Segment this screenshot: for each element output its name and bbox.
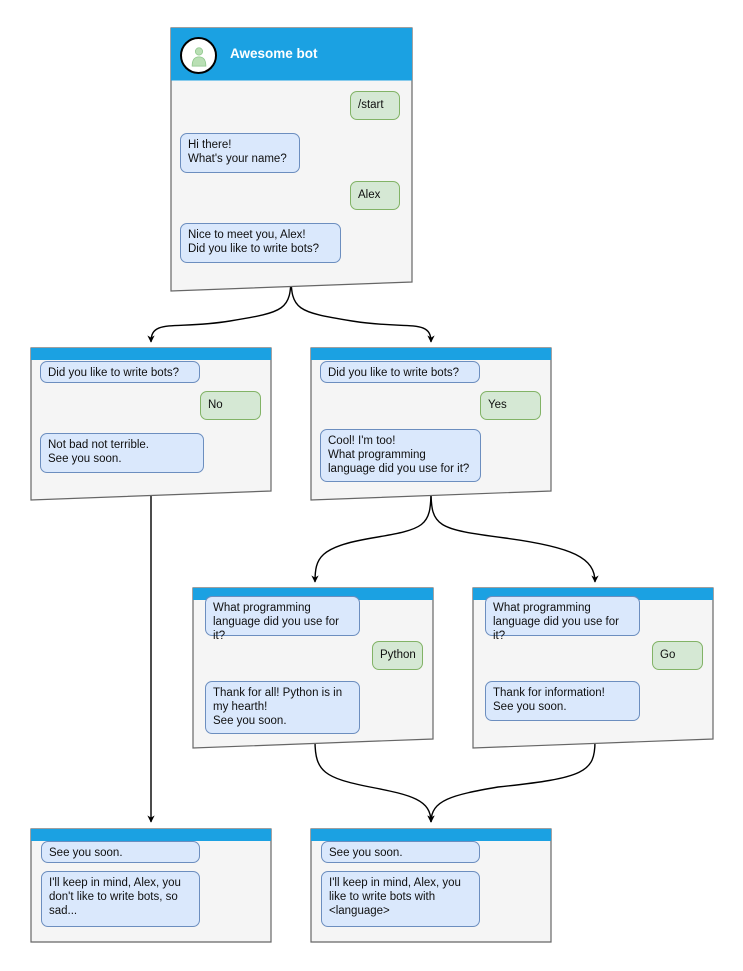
no-branch-msg-answer: No — [200, 391, 261, 420]
end-no-msg-bye: See you soon. — [41, 841, 200, 863]
start-msg-question: Nice to meet you, Alex! Did you like to … — [180, 223, 341, 263]
edge-python-to-end — [314, 740, 435, 823]
person-avatar-icon — [180, 37, 217, 74]
node-start-title: Awesome bot — [230, 46, 318, 61]
end-no-msg-summary: I'll keep in mind, Alex, you don't like … — [41, 871, 200, 927]
yes-branch-msg-reply: Cool! I'm too! What programming language… — [320, 429, 481, 482]
python-branch-msg-reply: Thank for all! Python is in my hearth! S… — [205, 681, 360, 734]
edge-yes-to-go — [430, 489, 599, 583]
start-msg-greeting: Hi there! What's your name? — [180, 133, 300, 173]
start-msg-start: /start — [350, 91, 400, 120]
no-branch-msg-reply: Not bad not terrible. See you soon. — [40, 433, 204, 473]
start-msg-name: Alex — [350, 181, 400, 210]
go-branch-msg-answer: Go — [652, 641, 703, 670]
no-branch-msg-question: Did you like to write bots? — [40, 361, 200, 383]
edge-yes-to-python — [311, 489, 432, 583]
yes-branch-msg-answer: Yes — [480, 391, 541, 420]
edge-go-to-end — [427, 740, 596, 823]
python-branch-msg-answer: Python — [372, 641, 423, 670]
go-branch-msg-reply: Thank for information! See you soon. — [485, 681, 640, 721]
go-branch-msg-question: What programming language did you use fo… — [485, 596, 640, 642]
end-yes-msg-bye: See you soon. — [321, 841, 480, 863]
python-branch-msg-question: What programming language did you use fo… — [205, 596, 360, 642]
end-yes-msg-summary: I'll keep in mind, Alex, you like to wri… — [321, 871, 480, 927]
yes-branch-msg-question: Did you like to write bots? — [320, 361, 480, 383]
person-glyph — [191, 46, 206, 66]
